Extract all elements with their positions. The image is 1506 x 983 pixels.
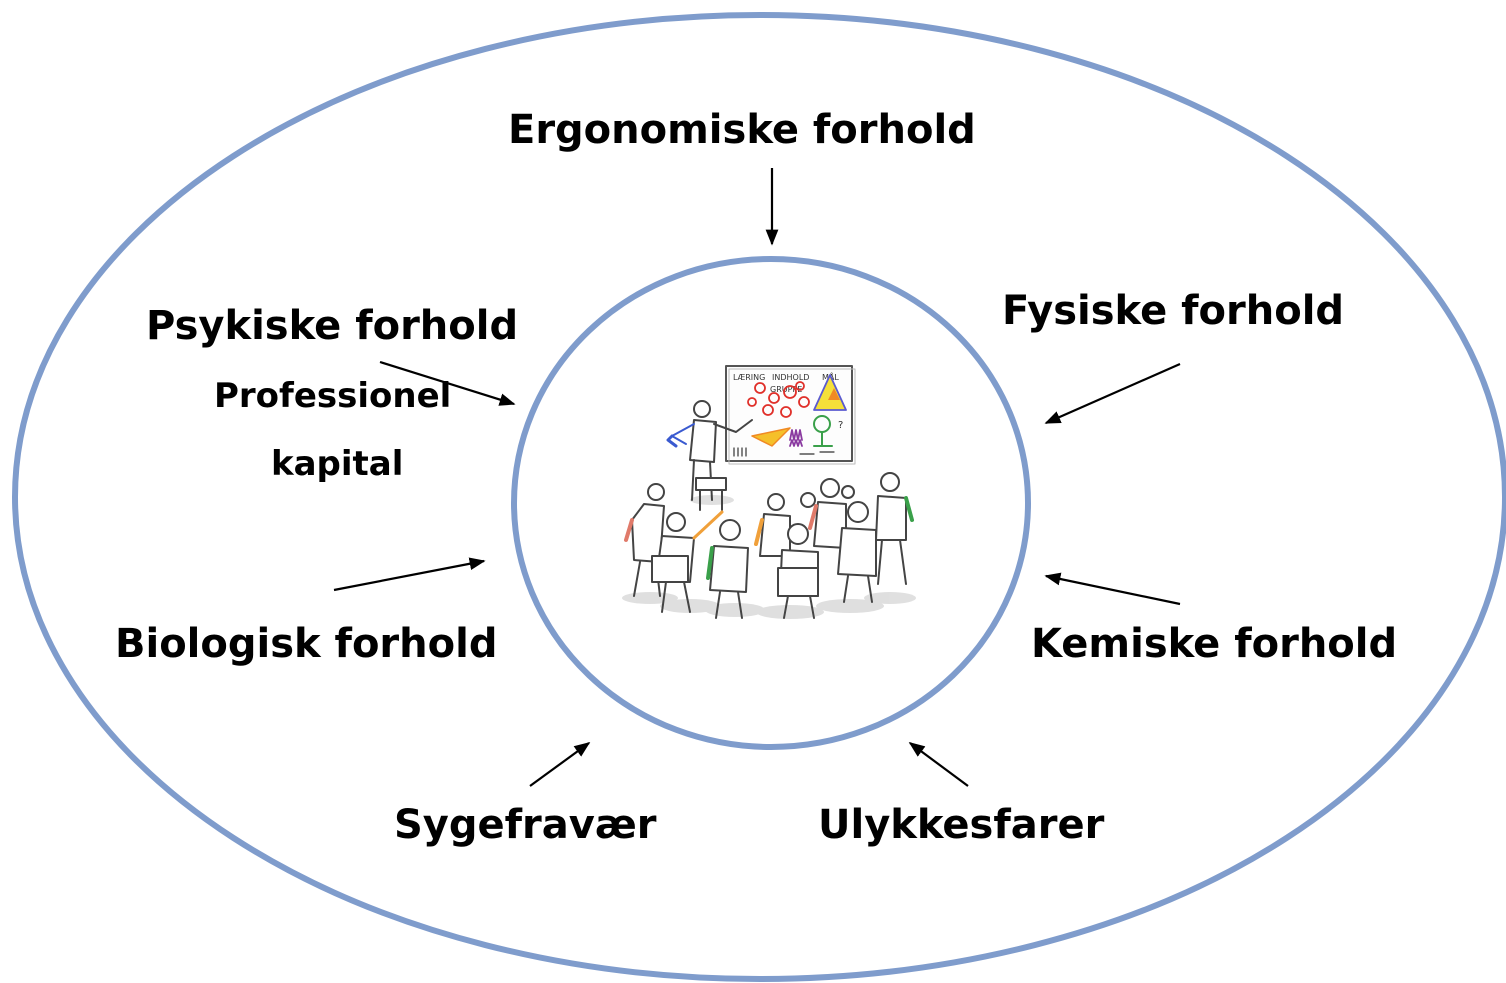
arrow-fysiske (1044, 362, 1181, 425)
svg-text:LÆRING: LÆRING (733, 373, 765, 382)
arrow-ulykkesfarer (908, 742, 969, 787)
center-label-line-2: kapital (271, 444, 404, 484)
inner-circle (511, 256, 1031, 750)
arrow-biologisk (333, 557, 486, 592)
classroom-sketch-icon: LÆRING INDHOLD MÅL GRUPPE ? (622, 365, 916, 619)
arrow-kemiske (1044, 572, 1181, 606)
factor-label-kemiske: Kemiske forhold (1031, 621, 1398, 667)
arrow-sygefravaer (529, 742, 591, 787)
outer-ring (12, 12, 1506, 982)
factor-label-biologisk: Biologisk forhold (115, 621, 498, 667)
factor-label-ergonomiske: Ergonomiske forhold (508, 107, 976, 153)
svg-text:GRUPPE: GRUPPE (770, 385, 802, 394)
factor-label-fysiske: Fysiske forhold (1002, 288, 1345, 334)
factor-label-sygefravaer: Sygefravær (394, 802, 657, 848)
arrow-psykiske (379, 360, 516, 406)
arrows (333, 168, 1181, 787)
svg-text:?: ? (838, 420, 843, 431)
center-label-line-1: Professionel (214, 376, 452, 416)
svg-text:INDHOLD: INDHOLD (772, 373, 809, 382)
factor-label-psykiske: Psykiske forhold (146, 303, 519, 349)
factor-label-ulykkesfarer: Ulykkesfarer (818, 802, 1105, 848)
